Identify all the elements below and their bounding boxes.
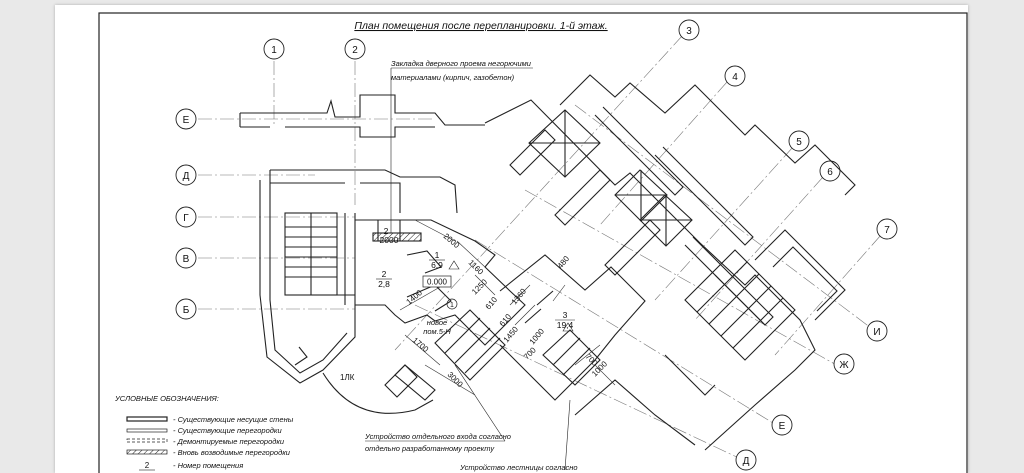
new-room-id: пом.5-Н [423, 327, 451, 336]
axis-6-marker: 6 [819, 160, 841, 182]
svg-text:3: 3 [686, 26, 692, 37]
svg-text:В: В [183, 254, 190, 265]
svg-text:И: И [873, 327, 880, 338]
dim-label: 480 [556, 254, 572, 270]
svg-text:Е: Е [779, 421, 786, 432]
axis-zh-marker: Ж [833, 353, 855, 375]
svg-text:6: 6 [827, 167, 833, 178]
room-2-small-number: 2 [384, 226, 389, 236]
walls-new-room [322, 219, 526, 414]
legend-item-new-partitions: - Вновь возводимые перегородки [173, 448, 291, 457]
dim-label: 700 [522, 345, 538, 361]
note-lestnica: Устройство лестницы согласно [459, 463, 578, 472]
svg-text:7: 7 [884, 225, 890, 236]
note-zakladka-line1: Закладка дверного проема негорючими [391, 59, 532, 68]
legend: УСЛОВНЫЕ ОБОЗНАЧЕНИЯ: - Существующие нес… [114, 394, 294, 471]
dim-label: 1000 [528, 326, 547, 346]
legend-swatch-bearing [126, 416, 168, 422]
plan-title: План помещения после перепланировки. 1-й… [354, 20, 607, 32]
legend-item-bearing-walls: - Существующие несущие стены [173, 415, 294, 424]
svg-text:Б: Б [183, 305, 190, 316]
axis-v-marker: В [175, 247, 197, 269]
axis-5-marker: 5 [788, 130, 810, 152]
svg-text:Ж: Ж [839, 360, 849, 371]
axis-d-left-marker: Д [175, 164, 197, 186]
axis-b-marker: Б [175, 298, 197, 320]
svg-text:5: 5 [796, 137, 802, 148]
legend-item-demolished: - Демонтируемые перегородки [173, 437, 285, 446]
svg-text:4: 4 [732, 72, 738, 83]
svg-text:Д: Д [743, 456, 750, 467]
walls-left-wing [239, 94, 485, 384]
room-2-area: 2,8 [378, 279, 390, 289]
legend-title: УСЛОВНЫЕ ОБОЗНАЧЕНИЯ: [114, 394, 219, 403]
room-2-small-value: 2000 [380, 235, 399, 245]
dim-label: 1700 [411, 336, 431, 355]
axis-e-right-marker: Е [771, 414, 793, 436]
axis-7-marker: 7 [876, 218, 898, 240]
axis-markers: 1 2 3 4 5 6 7 Е Д Г В Б И Ж Е Д [175, 19, 898, 471]
room-2-number: 2 [382, 269, 387, 279]
room-1-area: 6,9 [431, 260, 443, 270]
stair-label: 1ЛК [340, 373, 355, 382]
walls-diagonal-wing [394, 74, 856, 451]
note-vhod-line1: Устройство отдельного входа согласно [364, 432, 511, 441]
dimension-lines [399, 219, 616, 396]
dim-label: 1160 [467, 258, 486, 277]
axis-2-marker: 2 [344, 38, 366, 60]
axis-3-marker: 3 [678, 19, 700, 41]
drawing-frame [98, 12, 968, 473]
note-zakladka-line2: материалами (кирпич, газобетон) [391, 73, 515, 82]
dim-label: 2000 [442, 232, 462, 251]
axis-d-right-marker: Д [735, 449, 757, 471]
callout-notes: Закладка дверного проема негорючими мате… [364, 59, 578, 472]
axis-4-marker: 4 [724, 65, 746, 87]
new-room-marker: 1 [450, 302, 454, 309]
axis-i-marker: И [866, 320, 888, 342]
svg-text:Д: Д [183, 171, 190, 182]
svg-text:1: 1 [271, 45, 277, 56]
legend-swatch-demolished [126, 438, 168, 443]
room-labels: 1 6,9 2 2,8 2 2000 0.000 3 19,4 новое по… [340, 226, 575, 382]
legend-swatch-new [126, 449, 168, 455]
axis-1-marker: 1 [263, 38, 285, 60]
axis-e-left-marker: Е [175, 108, 197, 130]
note-vhod-line2: отдельно разработанному проекту [365, 444, 495, 453]
dim-label: 3000 [446, 370, 465, 389]
floor-plan-drawing: План помещения после перепланировки. 1-й… [98, 12, 968, 473]
legend-item-room-number: - Номер помещения [173, 461, 243, 470]
dim-label: 610 [484, 295, 500, 311]
room-3-area: 19,4 [557, 320, 574, 330]
new-room-label: новое [427, 318, 447, 327]
floor-elevation: 0.000 [427, 278, 448, 287]
legend-room-number-sample: 2 [145, 461, 150, 470]
svg-text:Г: Г [183, 213, 189, 224]
drawing-sheet: План помещения после перепланировки. 1-й… [55, 5, 968, 473]
axis-g-marker: Г [175, 206, 197, 228]
svg-text:2: 2 [352, 45, 358, 56]
legend-swatch-partitions [126, 428, 168, 433]
legend-item-partitions: - Существующие перегородки [173, 426, 282, 435]
room-1-number: 1 [435, 250, 440, 260]
svg-text:Е: Е [183, 115, 190, 126]
room-3-number: 3 [563, 310, 568, 320]
